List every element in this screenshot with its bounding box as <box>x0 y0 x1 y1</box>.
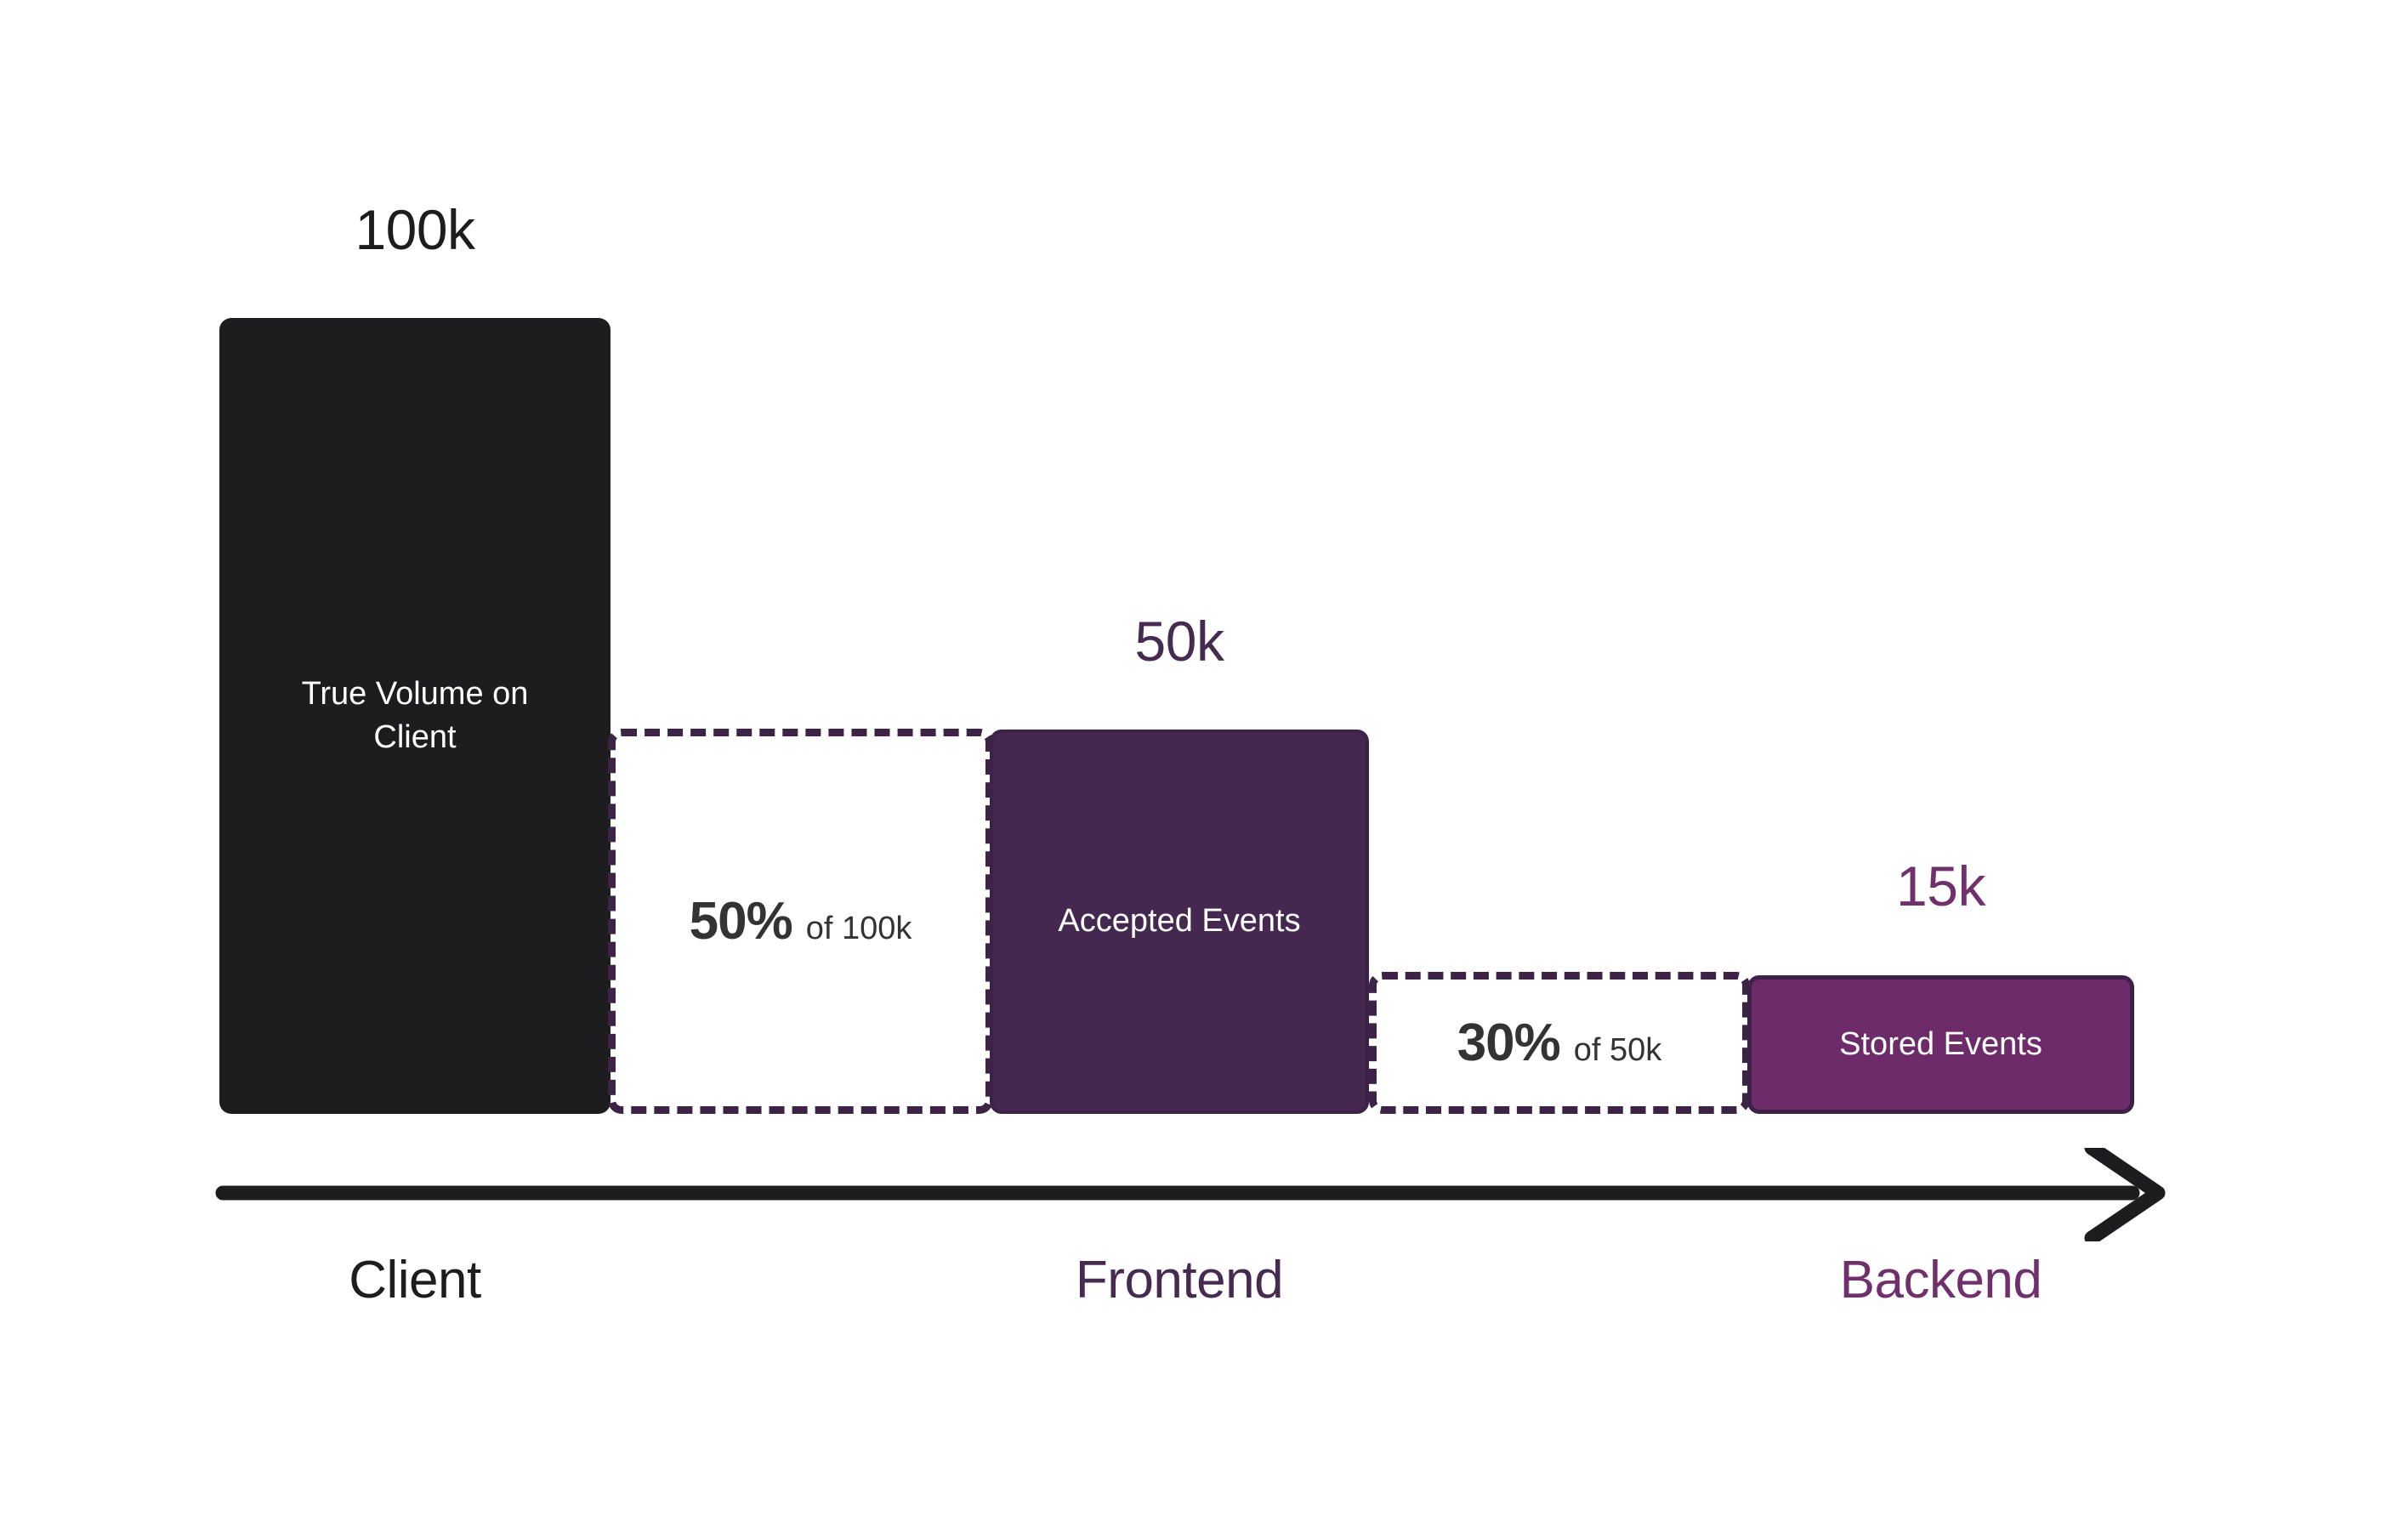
bar-backend: Stored Events <box>1747 975 2134 1114</box>
dropoff-box-frontend-to-backend: 30% of 50k <box>1369 972 1750 1114</box>
axis-arrow-right-icon <box>215 1148 2166 1241</box>
value-label-frontend: 50k <box>1134 610 1224 673</box>
bar-frontend: Accepted Events <box>990 730 1369 1114</box>
stage-label-backend: Backend <box>1839 1251 2042 1309</box>
dropoff-of-label-client-to-frontend: of 100k <box>805 911 912 946</box>
value-label-backend: 15k <box>1896 855 1985 917</box>
bar-label-frontend: Accepted Events <box>1058 903 1301 940</box>
arrow-head-icon <box>2084 1148 2166 1241</box>
dropoff-of-label-frontend-to-backend: of 50k <box>1573 1032 1662 1068</box>
bar-client: True Volume on Client <box>219 318 611 1114</box>
bar-label-backend: Stored Events <box>1839 1025 2042 1062</box>
dropoff-box-client-to-frontend: 50% of 100k <box>608 729 993 1114</box>
stage-label-frontend: Frontend <box>1075 1251 1284 1309</box>
dropoff-text-frontend-to-backend: 30% of 50k <box>1457 1013 1662 1073</box>
dropoff-percent-client-to-frontend: 50% <box>689 892 793 951</box>
stage-label-client: Client <box>349 1251 481 1309</box>
dropoff-percent-frontend-to-backend: 30% <box>1457 1014 1561 1072</box>
bar-label-client: True Volume on Client <box>301 675 529 755</box>
value-label-client: 100k <box>355 198 475 261</box>
dropoff-text-client-to-frontend: 50% of 100k <box>690 891 912 951</box>
